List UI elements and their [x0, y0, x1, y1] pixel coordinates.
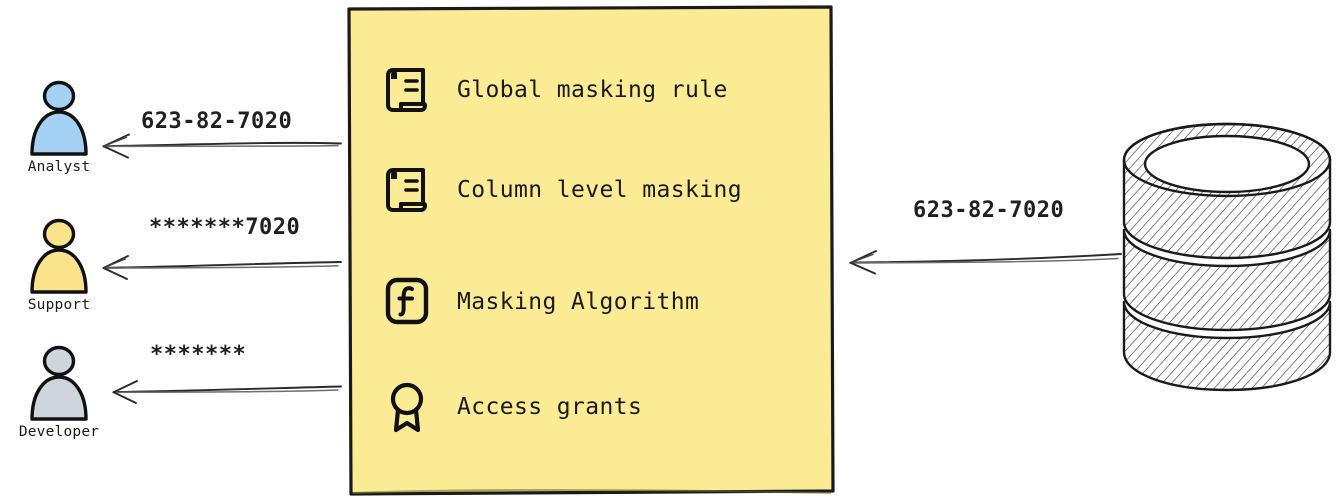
actor-label: Analyst [27, 159, 91, 175]
policy-item-global-masking-rule[interactable]: Global masking rule [383, 64, 728, 116]
policy-item-access-grants[interactable]: Access grants [383, 381, 642, 433]
policy-item-column-level-masking[interactable]: Column level masking [383, 164, 742, 216]
policy-item-label: Masking Algorithm [457, 289, 700, 315]
arrow-from-database [849, 250, 1122, 275]
scroll-icon [386, 68, 427, 112]
scroll-icon [386, 168, 427, 212]
person-icon [30, 218, 88, 294]
function-icon [385, 277, 429, 325]
policy-panel-background [347, 5, 835, 496]
policy-item-label: Column level masking [457, 177, 742, 203]
policy-item-list: Global masking rule Column level masking [345, 4, 835, 496]
policy-item-label: Access grants [457, 394, 643, 420]
person-icon [30, 80, 88, 156]
arrow-label-source: 623-82-7020 [913, 198, 1065, 223]
arrow-to-developer [112, 380, 342, 404]
actor-label: Developer [18, 424, 100, 440]
actor-support: Support [4, 218, 114, 313]
arrow-label-support: *******7020 [149, 215, 301, 240]
award-icon [390, 382, 424, 433]
policy-item-masking-algorithm[interactable]: Masking Algorithm [383, 276, 699, 328]
arrow-label-analyst: 623-82-7020 [141, 109, 293, 134]
database-cylinder [1122, 122, 1332, 392]
person-icon [30, 345, 88, 421]
policy-panel: Global masking rule Column level masking [345, 4, 835, 496]
arrow-to-analyst [102, 133, 342, 159]
arrow-label-developer: ******* [150, 342, 247, 367]
actor-analyst: Analyst [4, 80, 114, 175]
database-icon [1118, 118, 1336, 396]
policy-item-label: Global masking rule [457, 77, 728, 103]
actor-label: Support [27, 297, 91, 313]
arrow-to-support [102, 255, 342, 280]
actor-developer: Developer [4, 345, 114, 440]
